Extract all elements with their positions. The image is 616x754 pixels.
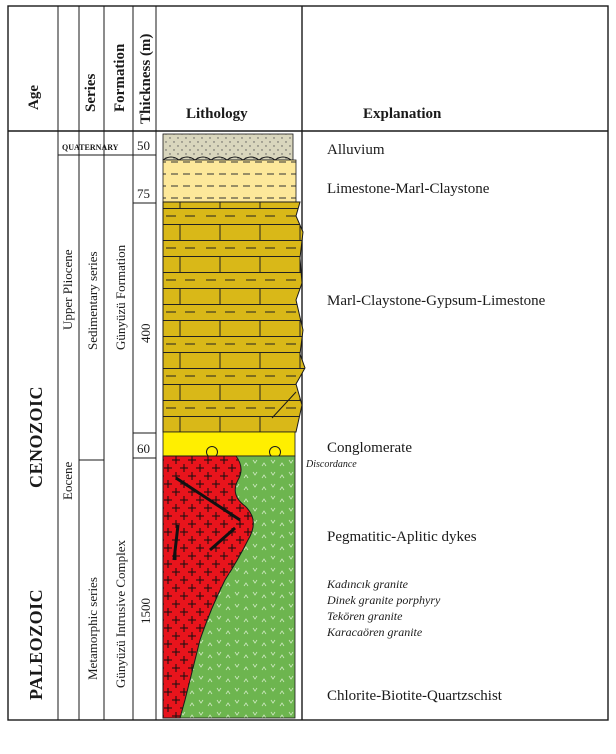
thickness-alluvium: 50 <box>137 138 150 153</box>
expl-pegmatitic: Pegmatitic-Aplitic dykes <box>327 529 477 545</box>
age-cenozoic: CENOZOIC <box>26 386 46 488</box>
header-formation: Formation <box>112 43 128 112</box>
expl-granite-2: Dinek granite porphyry <box>326 593 441 607</box>
header-age: Age <box>26 85 42 110</box>
expl-alluvium: Alluvium <box>327 142 385 158</box>
age-eocene: Eocene <box>60 462 75 500</box>
expl-limestone-marl: Limestone-Marl-Claystone <box>327 181 490 197</box>
expl-marl-gypsum: Marl-Claystone-Gypsum-Limestone <box>327 293 546 309</box>
expl-schist: Chlorite-Biotite-Quartzschist <box>327 688 503 704</box>
thickness-conglomerate: 60 <box>137 441 150 456</box>
header-lithology: Lithology <box>186 106 248 122</box>
expl-granite-4: Karacaören granite <box>326 625 423 639</box>
thickness-marl-gypsum: 400 <box>138 324 153 344</box>
formation-gunyuzu: Günyüzü Formation <box>113 244 128 350</box>
layer-limestone-marl <box>163 160 296 202</box>
series-sedimentary: Sedimentary series <box>85 251 100 350</box>
layer-marl-gypsum <box>163 202 305 432</box>
header-thickness: Thickness (m) <box>138 34 154 124</box>
age-paleozoic: PALEOZOIC <box>26 589 46 700</box>
expl-granite-1: Kadıncık granite <box>326 577 409 591</box>
thickness-basement: 1500 <box>138 598 153 624</box>
header-explanation: Explanation <box>363 106 442 122</box>
header-series: Series <box>83 74 99 112</box>
age-upper-pliocene: Upper Pliocene <box>60 249 75 330</box>
expl-granite-3: Tekören granite <box>327 609 403 623</box>
expl-conglomerate: Conglomerate <box>327 440 412 456</box>
age-quaternary: QUATERNARY <box>62 143 119 152</box>
layer-alluvium <box>163 134 293 160</box>
expl-discordance: Discordance <box>305 459 357 470</box>
thickness-limestone-marl: 75 <box>137 186 150 201</box>
lithology-column <box>163 134 305 718</box>
formation-intrusive-complex: Günyüzü Intrusive Complex <box>113 539 128 688</box>
series-metamorphic: Metamorphic series <box>85 577 100 680</box>
